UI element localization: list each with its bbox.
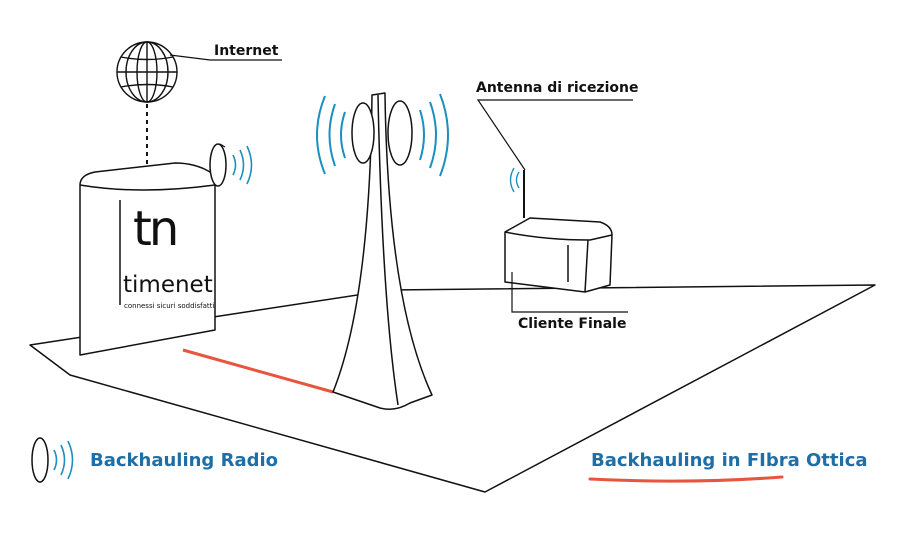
antenna-leader-line	[476, 99, 633, 171]
globe-icon	[116, 41, 178, 103]
ground-plane	[29, 284, 876, 493]
tower-dish-left	[351, 102, 375, 164]
timenet-box	[79, 162, 216, 356]
internet-leader-line	[169, 54, 282, 61]
radio-dish-icon	[209, 143, 253, 187]
legend-fiber-underline	[588, 475, 784, 483]
label-internet: Internet	[214, 43, 279, 59]
radio-tower	[332, 92, 433, 410]
client-box	[504, 217, 613, 293]
logo-mark: tn	[133, 201, 179, 257]
tower-dish-right	[387, 100, 413, 166]
fiber-link	[182, 348, 334, 394]
legend-radio-label: Backhauling Radio	[90, 450, 279, 471]
brand-tagline: connessi sicuri soddisfatti	[124, 302, 215, 310]
legend-radio-icon	[31, 437, 74, 483]
antenna-icon	[509, 167, 525, 218]
label-antenna: Antenna di ricezione	[476, 80, 639, 96]
legend-fiber-label: Backhauling in FIbra Ottica	[591, 450, 868, 471]
label-client: Cliente Finale	[518, 316, 627, 332]
brand-name: timenet	[123, 272, 213, 298]
client-leader-line	[511, 272, 628, 313]
signal-waves-icon	[316, 93, 449, 177]
